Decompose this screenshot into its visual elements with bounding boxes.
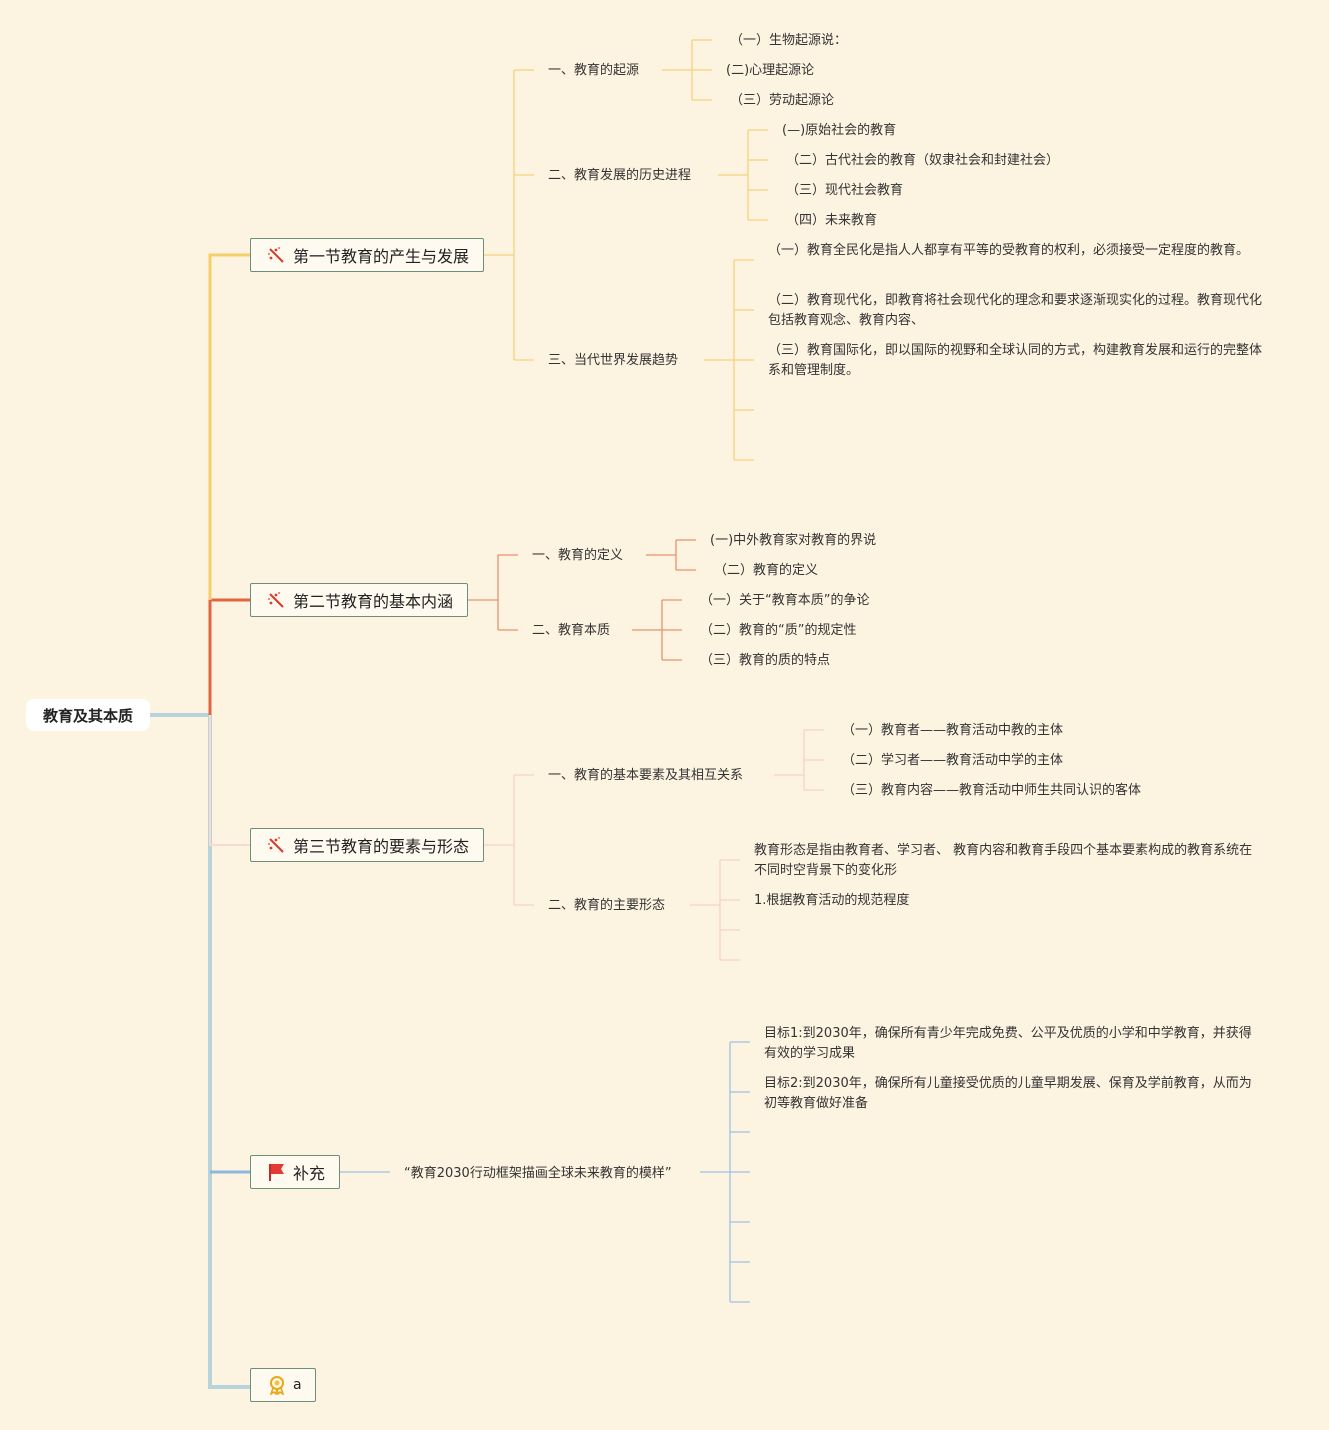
section-node-5[interactable]: a: [250, 1368, 316, 1402]
item-label[interactable]: （四）未来教育: [786, 213, 878, 228]
magic-wand-icon: [267, 245, 289, 265]
item-label[interactable]: （三）教育的质的特点: [700, 653, 831, 668]
section-title: a: [293, 1377, 302, 1393]
topic-label[interactable]: 一、教育的定义: [532, 548, 624, 563]
item-label[interactable]: (—)原始社会的教育: [782, 123, 897, 138]
topic-label[interactable]: 二、教育本质: [532, 623, 611, 638]
item-label[interactable]: 教育形态是指由教育者、学习者、 教育内容和教育手段四个基本要素构成的教育系统在不…: [754, 843, 1253, 878]
item-label[interactable]: （二）教育的定义: [714, 563, 819, 578]
item-label[interactable]: 目标2:到2030年，确保所有儿童接受优质的儿童早期发展、保育及学前教育，从而为…: [764, 1076, 1252, 1111]
trunk-line: [208, 598, 250, 715]
section4-connectors: [340, 1041, 750, 1303]
item-label[interactable]: （一）关于“教育本质”的争论: [700, 593, 870, 608]
item-label[interactable]: （二）教育现代化，即教育将社会现代化的理念和要求逐渐现实化的过程。教育现代化包括…: [768, 293, 1263, 328]
trunk-line: [209, 715, 250, 846]
section1-connectors: [484, 39, 768, 461]
item-label[interactable]: （二）教育的“质”的规定性: [700, 623, 857, 638]
topic-label[interactable]: 二、教育发展的历史进程: [548, 168, 692, 183]
item-label[interactable]: (二)心理起源论: [726, 63, 815, 78]
root-label: 教育及其本质: [42, 706, 133, 725]
section-title: 第二节教育的基本内涵: [293, 592, 454, 611]
section-title: 第一节教育的产生与发展: [293, 247, 470, 266]
section-title: 补充: [293, 1164, 326, 1183]
topic-label[interactable]: 一、教育的起源: [548, 63, 640, 78]
section3-connectors: [484, 729, 824, 961]
section-node-4[interactable]: 补充: [250, 1155, 340, 1189]
magic-wand-icon: [267, 590, 289, 610]
magic-wand-icon: [267, 835, 289, 855]
red-flag-icon: [267, 1162, 289, 1182]
item-label[interactable]: （三）现代社会教育: [786, 183, 904, 198]
item-label[interactable]: （三）教育内容——教育活动中师生共同认识的客体: [842, 783, 1142, 798]
trunk-line: [208, 253, 250, 600]
section-node-1[interactable]: 第一节教育的产生与发展: [250, 238, 484, 272]
item-label[interactable]: （三）教育国际化，即以国际的视野和全球认同的方式，构建教育发展和运行的完整体系和…: [768, 343, 1263, 378]
item-label[interactable]: 目标1:到2030年，确保所有青少年完成免费、公平及优质的小学和中学教育，并获得…: [764, 1026, 1252, 1061]
item-label[interactable]: （一）教育者——教育活动中教的主体: [842, 723, 1064, 738]
topic-label[interactable]: “教育2030行动框架描画全球未来教育的模样”: [404, 1166, 672, 1181]
topic-label[interactable]: 一、教育的基本要素及其相互关系: [548, 768, 744, 783]
award-ribbon-icon: [267, 1375, 289, 1395]
section-title: 第三节教育的要素与形态: [293, 837, 470, 856]
root-topic[interactable]: 教育及其本质: [26, 699, 150, 731]
item-label[interactable]: （二）古代社会的教育（奴隶社会和封建社会）: [786, 153, 1060, 168]
item-label[interactable]: （三）劳动起源论: [730, 93, 835, 108]
trunk-line: [208, 715, 250, 1389]
item-label[interactable]: （一）教育全民化是指人人都享有平等的受教育的权利，必须接受一定程度的教育。: [768, 243, 1250, 258]
topic-label[interactable]: 三、当代世界发展趋势: [548, 353, 679, 368]
item-label[interactable]: （一）生物起源说：: [730, 33, 848, 48]
item-label[interactable]: （二）学习者——教育活动中学的主体: [842, 753, 1064, 768]
item-label[interactable]: (一)中外教育家对教育的界说: [710, 533, 877, 548]
section2-connectors: [468, 539, 696, 661]
section-node-2[interactable]: 第二节教育的基本内涵: [250, 583, 468, 617]
item-label[interactable]: 1.根据教育活动的规范程度: [754, 893, 910, 908]
topic-label[interactable]: 二、教育的主要形态: [548, 898, 666, 913]
section-node-3[interactable]: 第三节教育的要素与形态: [250, 828, 484, 862]
